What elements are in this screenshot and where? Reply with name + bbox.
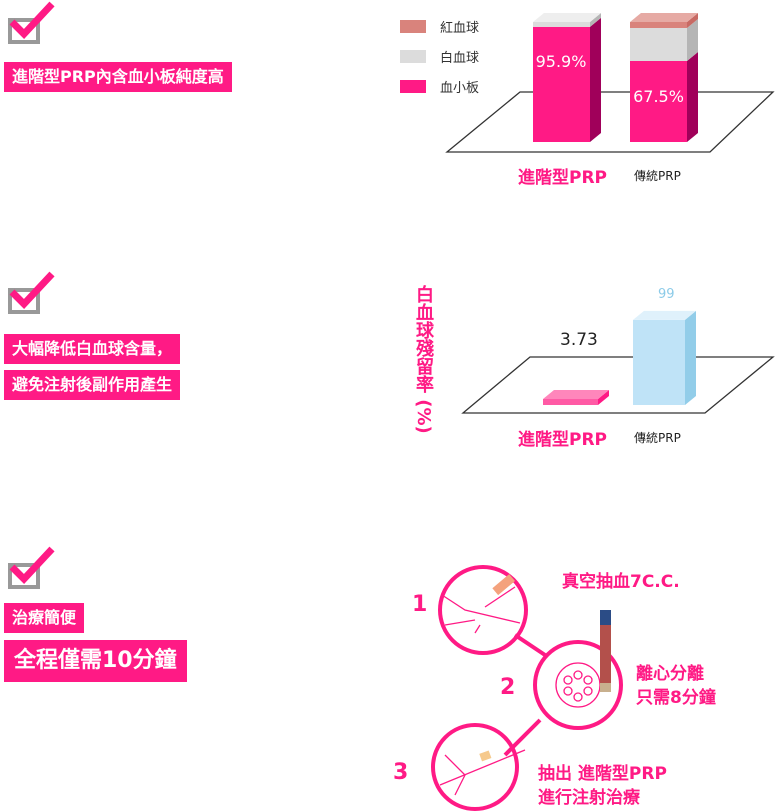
data-label-2: 99	[658, 287, 675, 302]
step-number: 3	[393, 760, 409, 785]
bar-value	[598, 390, 609, 405]
section-3-title: 治療簡便	[4, 603, 85, 633]
section-1-title: 進階型PRP內含血小板純度高	[4, 62, 232, 92]
bar-value	[543, 390, 609, 399]
bar-rbc	[687, 13, 698, 28]
bar-platelet	[630, 61, 687, 142]
section-2-line1: 大幅降低白血球含量，	[4, 334, 181, 364]
section-3-big: 全程僅需10分鐘	[4, 640, 187, 682]
bar-rbc	[630, 13, 698, 22]
process-illustration	[431, 565, 623, 811]
checkbox-icon	[8, 271, 55, 314]
step-2-text: 離心分離只需8分鐘	[636, 664, 716, 708]
y-axis-label: 白血球殘留率 (%)	[413, 285, 434, 434]
step-number: 2	[500, 675, 516, 700]
legend-rbc: 紅血球	[400, 17, 479, 36]
category-label: 傳統PRP	[634, 431, 681, 445]
bar-wbc	[533, 13, 601, 22]
bar-rbc	[630, 22, 687, 28]
chart2-floor	[461, 356, 775, 414]
chart1-floor	[445, 91, 775, 153]
data-label-1: 3.73	[560, 330, 598, 350]
checkbox-icon	[8, 1, 55, 44]
data-label-1: 95.9%	[535, 52, 587, 71]
data-label-2: 67.5%	[633, 87, 684, 106]
bar-platelet	[590, 17, 601, 143]
category-label: 進階型PRP	[518, 430, 608, 450]
step3-circle	[431, 723, 519, 811]
bar-platelet	[687, 52, 698, 142]
step-1-text: 真空抽血7C.C.	[562, 572, 680, 592]
section-2-line2: 避免注射後副作用產生	[4, 370, 181, 400]
bar-wbc	[533, 22, 590, 27]
category-label: 傳統PRP	[634, 169, 681, 183]
bar-value	[685, 310, 696, 405]
bar-wbc	[590, 13, 601, 27]
bar-wbc	[687, 19, 698, 61]
legend-wbc: 白血球	[400, 47, 479, 66]
blood-tube-icon	[600, 610, 611, 690]
step-number: 1	[412, 592, 428, 617]
step1-circle	[438, 565, 528, 655]
step2-circle	[533, 640, 623, 730]
bar-value	[633, 310, 696, 320]
checkbox-icon	[8, 546, 55, 589]
bar-platelet	[533, 26, 590, 143]
category-label: 進階型PRP	[518, 168, 608, 188]
bar-wbc	[630, 28, 687, 61]
bar-value	[543, 399, 598, 405]
legend-platelet: 血小板	[400, 77, 479, 96]
bar-value	[633, 319, 685, 405]
